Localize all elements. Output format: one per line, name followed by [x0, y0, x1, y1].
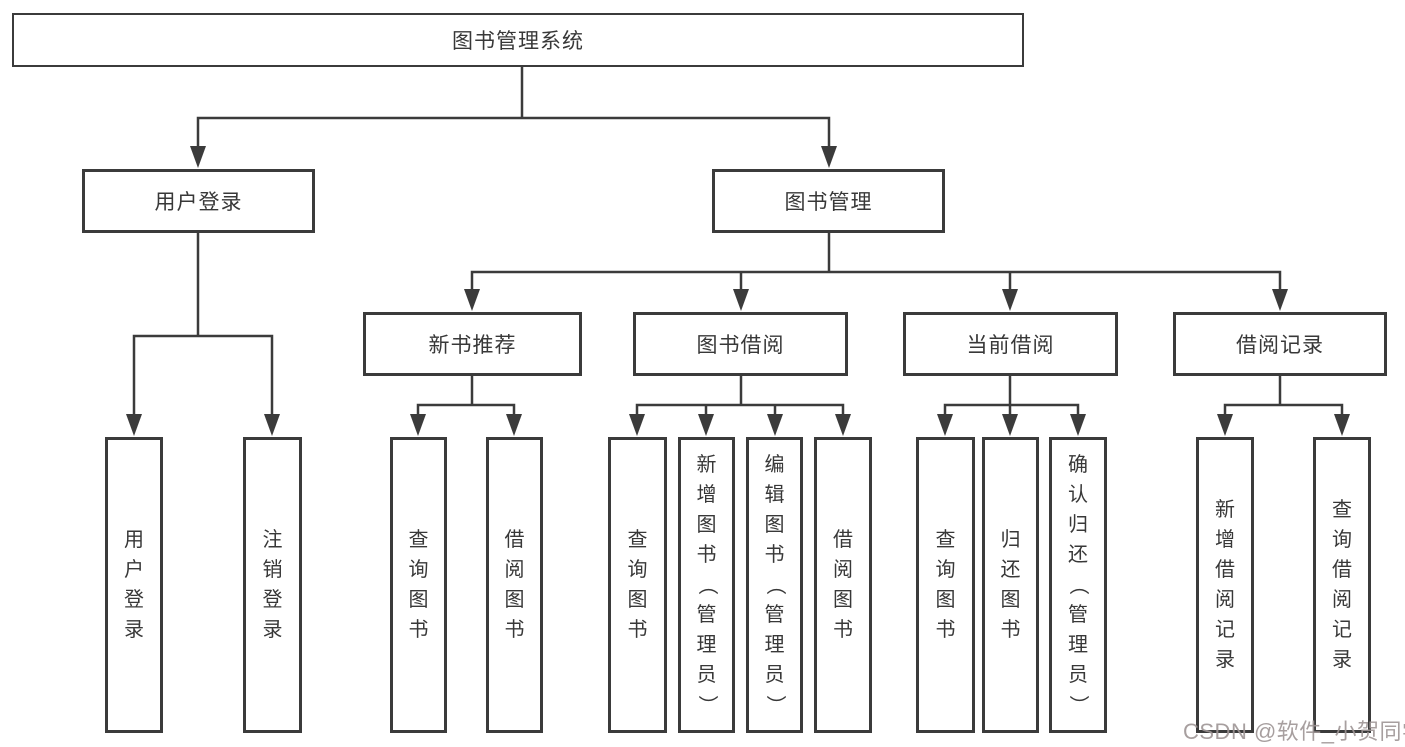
- node-add-borrow-record: 新增借阅记录: [1196, 437, 1254, 733]
- node-logout: 注销登录: [243, 437, 302, 733]
- node-book-borrowing: 图书借阅: [633, 312, 848, 376]
- node-borrow-books-borrowing: 借阅图书: [814, 437, 872, 733]
- node-confirm-return-admin: 确认归还（管理员）: [1049, 437, 1107, 733]
- watermark: CSDN @软件_小贺同学: [1183, 719, 1405, 744]
- connector-user-login-branch: [132, 231, 274, 420]
- connector-root-branch: [196, 65, 831, 152]
- node-query-books-current: 查询图书: [916, 437, 975, 733]
- node-current-borrowing: 当前借阅: [903, 312, 1118, 376]
- node-book-management: 图书管理: [712, 169, 945, 233]
- node-edit-books-admin: 编辑图书（管理员）: [746, 437, 803, 733]
- node-query-borrow-record: 查询借阅记录: [1313, 437, 1371, 733]
- node-query-books-borrowing: 查询图书: [608, 437, 667, 733]
- node-return-books: 归还图书: [982, 437, 1039, 733]
- connector-leaf-branches: [416, 374, 1344, 420]
- node-add-books-admin: 新增图书（管理员）: [678, 437, 735, 733]
- node-user-login-leaf: 用户登录: [105, 437, 163, 733]
- arrowhead-icons: [126, 146, 1350, 436]
- node-query-books-recommend: 查询图书: [390, 437, 447, 733]
- node-new-book-recommendation: 新书推荐: [363, 312, 582, 376]
- node-borrowing-records: 借阅记录: [1173, 312, 1387, 376]
- node-library-management-system: 图书管理系统: [12, 13, 1024, 67]
- connector-book-management-branch: [470, 231, 1282, 295]
- node-borrow-books-recommend: 借阅图书: [486, 437, 543, 733]
- node-user-login: 用户登录: [82, 169, 315, 233]
